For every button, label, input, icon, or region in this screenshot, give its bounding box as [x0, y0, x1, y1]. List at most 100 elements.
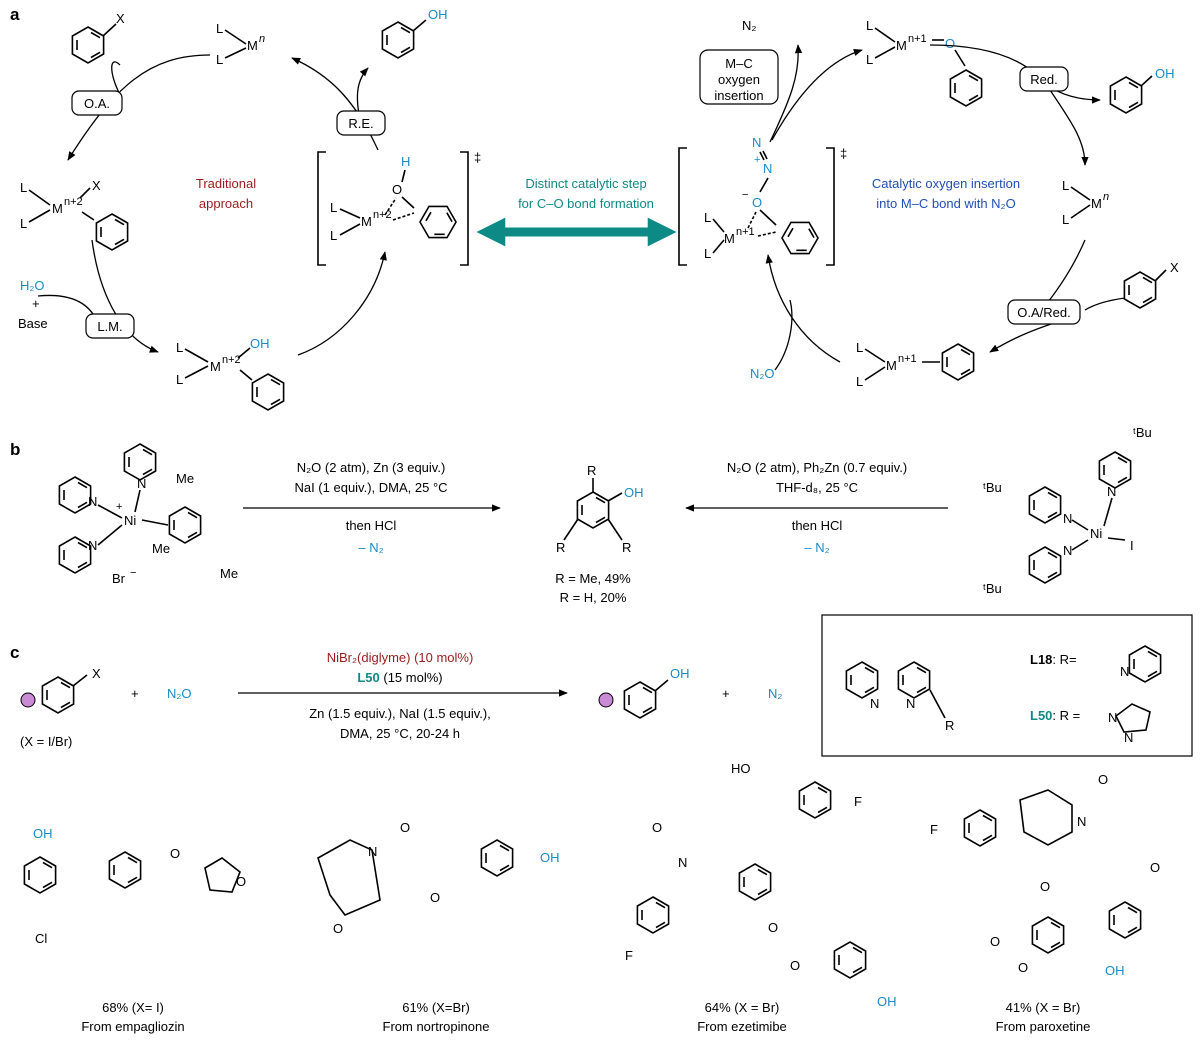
svg-text:H: H — [401, 154, 410, 169]
svg-text:L: L — [856, 374, 863, 389]
svg-text:O: O — [430, 890, 440, 905]
re-step-box — [336, 110, 386, 136]
svg-text:Me: Me — [176, 471, 194, 486]
aryloxide-complex: N₂ L L M n+1 O — [866, 18, 983, 107]
svg-text:R: R — [622, 540, 631, 555]
hydroxo-complex: L L M n+2 OH — [176, 336, 285, 411]
right-minus-n2: – N₂ — [804, 540, 829, 555]
traditional-approach-line2: approach — [199, 196, 253, 211]
phenol-product-right: OH — [1109, 66, 1175, 114]
source-empagliflozin: From empagliozin — [81, 1019, 184, 1034]
red-step-box — [1019, 66, 1069, 92]
svg-text:n+1: n+1 — [736, 226, 755, 238]
svg-text:L: L — [20, 216, 27, 231]
svg-text:+: + — [32, 296, 40, 311]
svg-text:OH: OH — [250, 336, 270, 351]
svg-text:O: O — [652, 820, 662, 835]
svg-text:O: O — [990, 934, 1000, 949]
svg-text:N: N — [1077, 814, 1086, 829]
svg-text:M: M — [1091, 196, 1102, 211]
svg-text:n+2: n+2 — [64, 196, 83, 208]
svg-text:ᵗBu: ᵗBu — [1133, 425, 1152, 440]
example-nortropinone: N O O O OH 61% (X=Br) From nortropinone — [317, 820, 560, 1034]
substrate-x-note: (X = I/Br) — [20, 734, 72, 749]
distinct-step-line1: Distinct catalytic step — [525, 176, 646, 191]
svg-text:F: F — [625, 948, 633, 963]
base-label: Base — [18, 316, 48, 331]
arrow-oa — [67, 54, 211, 161]
svg-text:F: F — [854, 794, 862, 809]
svg-text:O: O — [170, 846, 180, 861]
svg-text:O: O — [1150, 860, 1160, 875]
left-minus-n2: – N₂ — [358, 540, 383, 555]
svg-text:L: L — [20, 180, 27, 195]
svg-text:L: L — [866, 18, 873, 33]
n2-byproduct: N₂ — [742, 18, 756, 33]
svg-text:N: N — [906, 696, 915, 711]
svg-text:OH: OH — [540, 850, 560, 865]
svg-text:Br: Br — [112, 571, 126, 586]
svg-text:X: X — [1170, 260, 1179, 275]
yield-empagliflozin: 68% (X= I) — [102, 1000, 164, 1015]
svg-text:M: M — [361, 214, 372, 229]
svg-text:‡: ‡ — [474, 150, 481, 165]
n2o-right-label: N₂O — [750, 366, 775, 381]
n2o-reagent: N₂O — [167, 686, 192, 701]
svg-text:N: N — [88, 494, 97, 509]
transition-state-right: ‡ N N + − O L L M n+1 — [678, 135, 847, 266]
svg-text:ᵗBu: ᵗBu — [983, 581, 1002, 596]
right-then-hcl: then HCl — [792, 518, 843, 533]
svg-text:N: N — [137, 476, 146, 491]
svg-text:OH: OH — [1105, 963, 1125, 978]
svg-text:L: L — [1062, 178, 1069, 193]
svg-text:N: N — [1063, 511, 1072, 526]
svg-text:L: L — [704, 246, 711, 261]
transition-state-left: ‡ L L M n+2 O H — [317, 150, 481, 266]
example-empagliflozin: OH O O Cl 68% (X= I) From empagliozin — [23, 826, 246, 1034]
svg-text:O: O — [1098, 772, 1108, 787]
svg-text:N: N — [752, 135, 761, 150]
svg-text:N: N — [1107, 484, 1116, 499]
yield-paroxetine: 41% (X = Br) — [1006, 1000, 1081, 1015]
svg-text:X: X — [116, 11, 125, 26]
panel-c-label: c — [10, 643, 19, 662]
svg-text:L: L — [856, 340, 863, 355]
svg-text:L: L — [330, 200, 337, 215]
svg-text:oxygen: oxygen — [718, 72, 760, 87]
svg-text:O: O — [392, 182, 402, 197]
source-paroxetine: From paroxetine — [996, 1019, 1091, 1034]
svg-text:N: N — [1124, 730, 1133, 745]
panel-c-product: OH — [598, 666, 690, 719]
panel-a-label: a — [10, 5, 20, 24]
catalytic-insertion-line1: Catalytic oxygen insertion — [872, 176, 1020, 191]
svg-text:N: N — [870, 696, 879, 711]
svg-text:L: L — [176, 340, 183, 355]
ni-terpy-mesityl-complex: N N N + Ni Me Me Me Br − — [58, 443, 238, 586]
svg-text:n+1: n+1 — [898, 353, 917, 365]
svg-text:L50: R =: L50: R = — [1030, 708, 1080, 723]
svg-text:L: L — [866, 52, 873, 67]
left-then-hcl: then HCl — [346, 518, 397, 533]
svg-text:+: + — [722, 686, 730, 701]
catalyst-Mn-right: L L M n — [1062, 178, 1109, 227]
svg-text:L: L — [216, 52, 223, 67]
conditions-line2: DMA, 25 °C, 20-24 h — [340, 726, 460, 741]
svg-text:‡: ‡ — [840, 146, 847, 161]
yield-me: R = Me, 49% — [555, 571, 631, 586]
svg-text:OH: OH — [1155, 66, 1175, 81]
svg-text:N: N — [678, 855, 687, 870]
example-paroxetine: N O F O O O O OH 41% (X = Br) From parox… — [930, 772, 1160, 1034]
svg-text:O: O — [790, 958, 800, 973]
lm-label: L.M. — [97, 319, 122, 334]
svg-text:n+2: n+2 — [222, 354, 241, 366]
arrow-to-ts — [297, 251, 387, 356]
svg-text:+: + — [131, 686, 139, 701]
left-reagents-line1: N₂O (2 atm), Zn (3 equiv.) — [297, 460, 446, 475]
svg-text:O: O — [333, 921, 343, 936]
right-reagents-line1: N₂O (2 atm), Ph₂Zn (0.7 equiv.) — [727, 460, 907, 475]
svg-text:Ni: Ni — [124, 513, 136, 528]
example-ezetimibe: HO F O N F O O OH 64% (X = Br) From ezet… — [625, 761, 897, 1034]
center-comparison: Distinct catalytic step for C–O bond for… — [476, 176, 677, 247]
svg-text:+: + — [116, 501, 122, 513]
